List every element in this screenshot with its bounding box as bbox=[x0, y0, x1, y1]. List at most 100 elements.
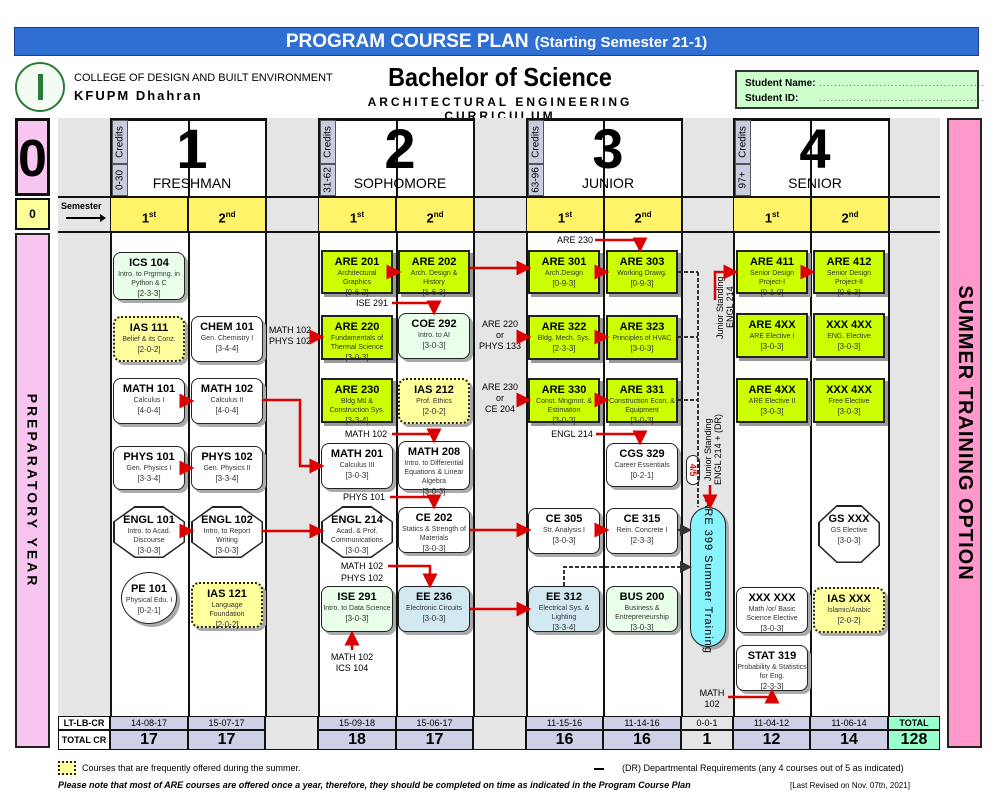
semester-number: 2 bbox=[426, 210, 434, 226]
are-399-summer-training[interactable]: ARE 399 Summer Training bbox=[690, 500, 726, 654]
student-id-field[interactable]: ........................................… bbox=[819, 93, 986, 104]
course-code: ARE 322 bbox=[541, 321, 587, 333]
prerequisite-label: PHYS 102 bbox=[340, 573, 384, 583]
grid-divider bbox=[188, 118, 190, 750]
course-title: Electronic Circuits bbox=[405, 605, 462, 612]
course-title: Architectural Graphics bbox=[337, 270, 377, 286]
course-hours: [3-0-3] bbox=[345, 614, 369, 623]
course-hours: [3-0-3] bbox=[345, 353, 369, 362]
credit-range: 63-96 bbox=[528, 164, 544, 196]
semester-total-cr: 17 bbox=[110, 730, 188, 750]
gray-column bbox=[265, 716, 318, 750]
prerequisite-label: CE 204 bbox=[484, 404, 516, 414]
course-code: MATH 208 bbox=[407, 446, 461, 458]
semester-suffix: nd bbox=[225, 210, 236, 219]
course-hours: [2-0-2] bbox=[137, 345, 161, 354]
course-title: Fundamentals of Thermal Science bbox=[330, 335, 384, 351]
course-title: Calculus II bbox=[210, 397, 244, 404]
course-hours: [0-9-3] bbox=[552, 279, 576, 288]
prerequisite-label: ARE 230 bbox=[556, 235, 594, 245]
course-title: Gen. Physics I bbox=[126, 465, 172, 472]
semester-1-2: 2nd bbox=[188, 197, 266, 232]
total-label: TOTAL bbox=[888, 716, 940, 730]
student-name-field[interactable]: ........................................… bbox=[819, 78, 986, 89]
course-title: Statics & Strength of Materials bbox=[402, 526, 466, 542]
prerequisite-label: ICS 104 bbox=[335, 663, 369, 673]
year-number: 1 bbox=[176, 117, 208, 180]
course-code: ARE 323 bbox=[619, 321, 665, 333]
course-hours: [3-0-3] bbox=[422, 544, 446, 553]
course-code: ARE 4XX bbox=[748, 384, 796, 396]
course-code: MATH 201 bbox=[330, 448, 384, 460]
university-name: KFUPM Dhahran bbox=[74, 88, 203, 103]
semester-suffix: st bbox=[357, 210, 365, 219]
year-number: 4 bbox=[799, 117, 831, 180]
semester-4-2: 2nd bbox=[811, 197, 889, 232]
prerequisite-label: or bbox=[495, 393, 504, 403]
course-hours: [3-0-3] bbox=[345, 471, 369, 480]
course-code: ARE 330 bbox=[541, 384, 587, 396]
semester-number: 1 bbox=[557, 210, 566, 226]
prerequisite-label: ARE 220 bbox=[481, 319, 519, 329]
grid-divider bbox=[58, 196, 940, 198]
standing-label: Junior Standing bbox=[715, 276, 725, 339]
prerequisite-label: MATH 102 bbox=[268, 325, 312, 335]
course-hours: [2-0-2] bbox=[422, 407, 446, 416]
course-title: Intro. to Prgrmng. in Python & C bbox=[118, 271, 180, 287]
year-name: JUNIOR bbox=[581, 175, 635, 191]
grid-divider bbox=[888, 118, 890, 750]
credits-label: Credits bbox=[320, 120, 336, 164]
course-hours: [4-0-4] bbox=[215, 406, 239, 415]
prerequisite-label: MATH bbox=[699, 688, 725, 698]
semester-total-cr: 16 bbox=[526, 730, 603, 750]
kfupm-logo bbox=[15, 62, 65, 112]
course-title: Intro. to Differential Equations & Linea… bbox=[404, 460, 464, 485]
course-code: PHYS 101 bbox=[123, 451, 175, 463]
course-title: Language Foundation bbox=[209, 602, 245, 618]
